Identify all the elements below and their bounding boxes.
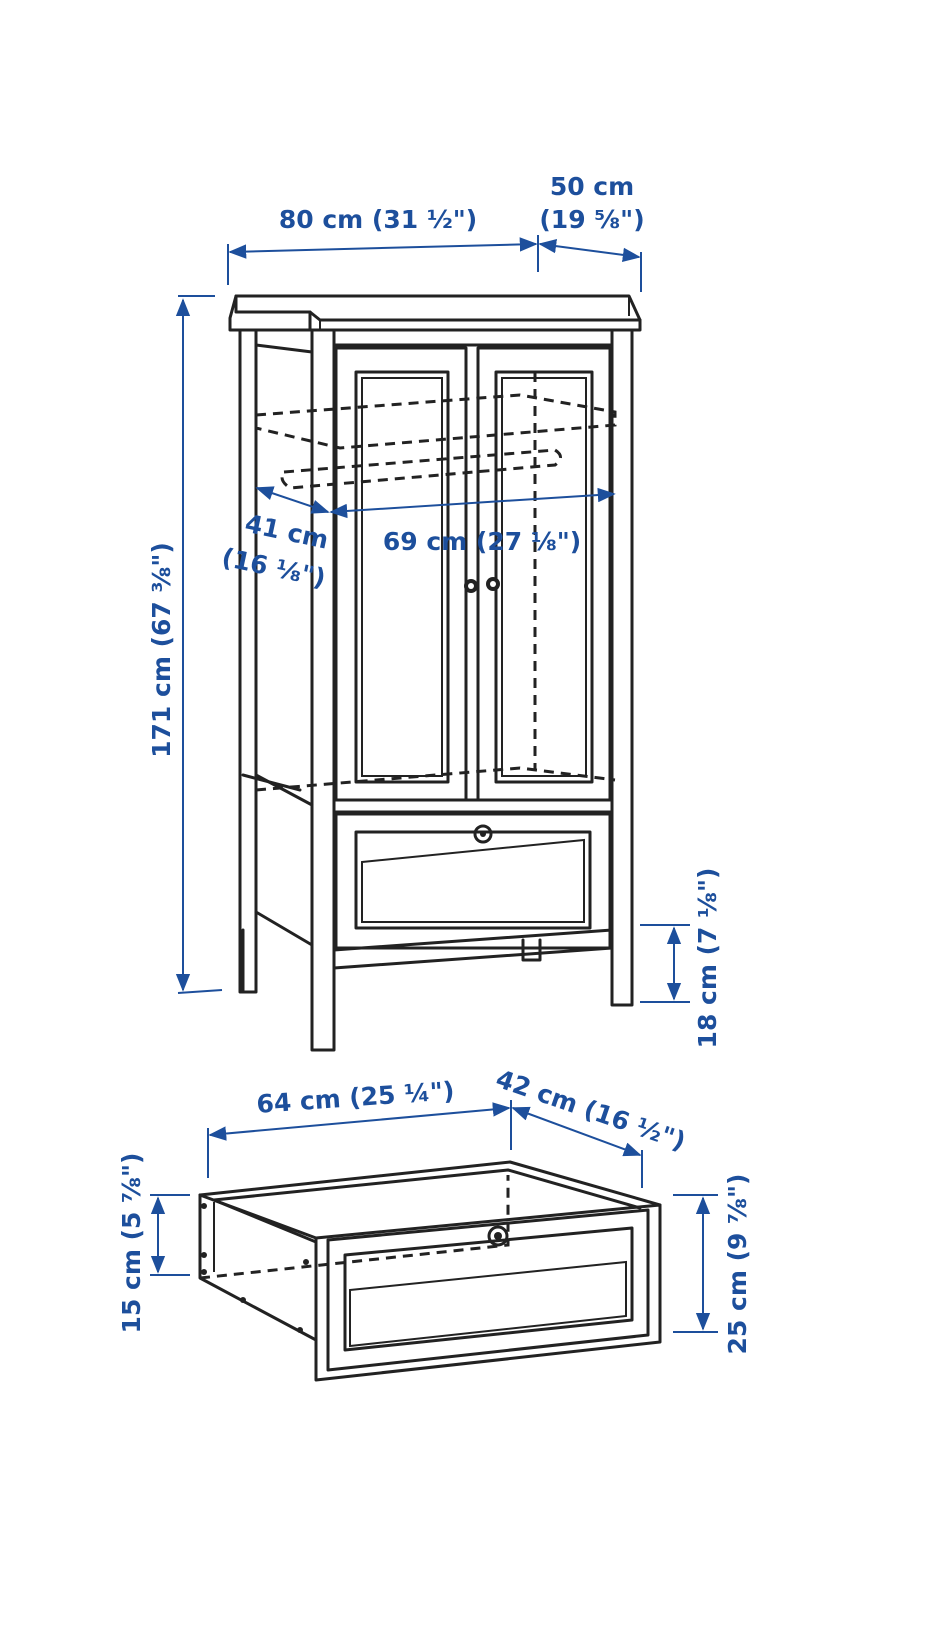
wardrobe-dimensions: 80 cm (31 ½") 50 cm (19 ⅝") 171 cm (67 ⅜… [147,172,722,1048]
dim-leg-height-label: 18 cm (7 ⅛") [693,868,722,1049]
dim-drawer-inner-height-label: 15 cm (5 ⅞") [117,1153,146,1334]
dim-height-label: 171 cm (67 ⅜") [147,542,176,758]
wardrobe-front-left-post [310,328,336,1052]
drawer-dimensions: 64 cm (25 ¼") 42 cm (16 ½") 15 cm (5 ⅞")… [117,1064,752,1354]
left-door [334,346,468,802]
dim-drawer-depth-label: 42 cm (16 ½") [492,1064,689,1156]
drawer-knob [487,1225,509,1247]
drawer-illustration [198,1160,662,1382]
wardrobe-left-side [238,328,258,994]
dim-width-label: 80 cm (31 ½") [279,205,477,234]
dim-inner-width-label: 69 cm (27 ⅛") [383,527,581,556]
dim-depth-cm-label: 50 cm [550,172,634,201]
right-door [476,346,612,802]
wardrobe-illustration [228,294,642,1052]
dim-drawer-height-label: 25 cm (9 ⅞") [723,1174,752,1355]
wardrobe-drawer [334,812,612,950]
dim-depth-in-label: (19 ⅝") [539,205,644,234]
dim-drawer-width-label: 64 cm (25 ¼") [255,1076,455,1119]
wardrobe-front-right-post [610,328,634,1007]
